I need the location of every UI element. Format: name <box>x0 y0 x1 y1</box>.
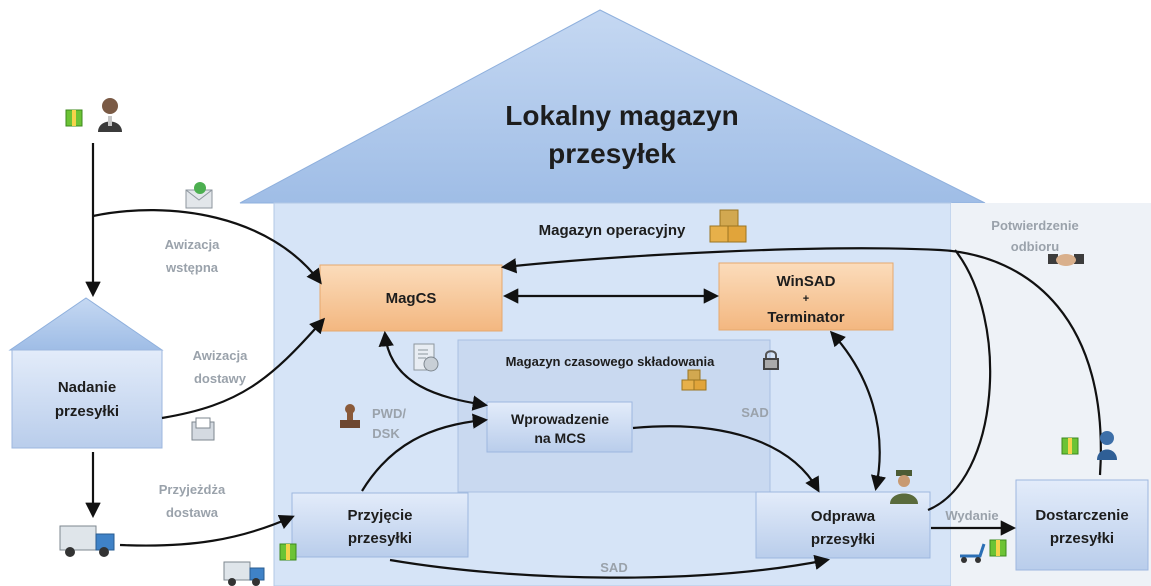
arrow-przyjecie-odprawa-sad <box>389 554 831 579</box>
dostarczenie-box <box>1015 479 1149 571</box>
arrow-wprowadzenie-odprawa <box>632 425 820 493</box>
awizacja-dostawy-line2: dostawy <box>194 371 247 386</box>
awizacja-wstepna-line2: wstępna <box>165 260 219 275</box>
wprowadzenie-line1: Wprowadzenie <box>511 411 609 427</box>
wydanie-label: Wydanie <box>945 508 998 523</box>
person-icon <box>98 98 122 132</box>
winsad-label: WinSAD <box>776 273 835 290</box>
roof-title-line2: przesyłek <box>548 138 676 169</box>
courier-icon <box>1097 431 1117 460</box>
truck-icon <box>59 525 115 557</box>
scanner-icon <box>191 417 215 441</box>
arrow-winsad-odprawa <box>829 330 887 492</box>
wprowadzenie-line2: na MCS <box>534 430 585 446</box>
przyjecie-line1: Przyjęcie <box>347 507 412 524</box>
arrow-awizacja-wstepna <box>92 209 322 285</box>
potwierdzenie-line1: Potwierdzenie <box>991 218 1078 233</box>
przyjecie-box <box>291 492 469 558</box>
odprawa-line2: przesyłki <box>811 531 875 548</box>
nadanie-label-line1: Nadanie <box>58 379 116 396</box>
customs-officer-icon <box>890 470 918 504</box>
arrow-przyjecie-wprowadzenie <box>361 413 489 492</box>
temporary-storage-label: Magazyn czasowego składowania <box>506 354 716 369</box>
mail-icon <box>185 182 213 209</box>
boxes-icon-small <box>681 369 707 391</box>
nadanie-box <box>11 349 163 449</box>
winsad-plus: + <box>803 293 809 305</box>
boxes-icon <box>709 209 747 243</box>
nadanie-label-line2: przesyłki <box>55 403 119 420</box>
roof-title-line1: Lokalny magazyn <box>505 100 738 131</box>
handshake-icon <box>1048 254 1084 266</box>
winsad-box <box>718 262 894 331</box>
przyjezdza-line1: Przyjeżdża <box>159 482 226 497</box>
operational-warehouse-label: Magazyn operacyjny <box>539 222 686 239</box>
sad-lower-label: SAD <box>600 560 627 575</box>
dostarczenie-line1: Dostarczenie <box>1035 507 1128 524</box>
wprowadzenie-box <box>486 401 633 453</box>
package-icon-wydanie <box>989 539 1007 557</box>
awizacja-dostawy-line1: Awizacja <box>193 348 248 363</box>
pwd-dsk-line1: PWD/ <box>372 406 406 421</box>
document-icon <box>413 343 439 372</box>
terminator-label: Terminator <box>767 309 844 326</box>
package-icon <box>65 109 83 127</box>
arrow-przyjezdza-dostawa <box>119 514 295 547</box>
arrow-potwierdzenie-odbioru <box>500 247 1102 476</box>
package-icon-przyjecie <box>279 543 297 561</box>
pallet-jack-icon <box>960 543 986 563</box>
sad-upper-label: SAD <box>741 405 768 420</box>
awizacja-wstepna-line1: Awizacja <box>165 237 220 252</box>
odprawa-line1: Odprawa <box>811 508 876 525</box>
magcs-label: MagCS <box>386 290 437 307</box>
przyjecie-line2: przesyłki <box>348 530 412 547</box>
dostarczenie-line2: przesyłki <box>1050 530 1114 547</box>
nadanie-roof <box>8 297 164 351</box>
przyjezdza-line2: dostawa <box>166 505 219 520</box>
arrow-magcs-wprowadzenie <box>378 330 489 411</box>
potwierdzenie-line2: odbioru <box>1011 239 1059 254</box>
pwd-dsk-line2: DSK <box>372 426 400 441</box>
lock-icon <box>763 350 779 370</box>
truck-icon-small <box>223 561 265 586</box>
arrow-odprawa-loop <box>927 249 992 512</box>
stamp-icon <box>340 404 360 428</box>
arrow-awizacja-dostawy <box>161 317 326 420</box>
package-icon-delivery <box>1061 437 1079 455</box>
